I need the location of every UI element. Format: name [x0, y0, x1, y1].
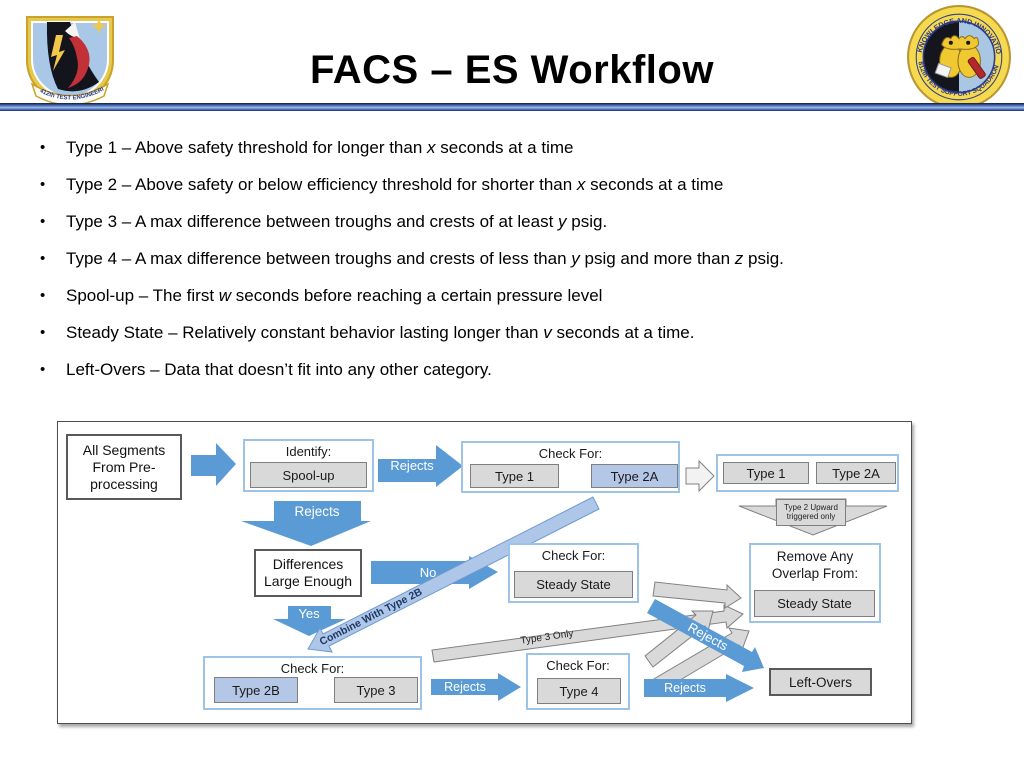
bullet-text: Type 3 – A max difference between trough…: [66, 212, 608, 231]
chip-type-3: Type 3: [334, 677, 418, 703]
combine-type2b-arrow: [307, 496, 600, 653]
box-check-type2b-3: Check For: Type 2B Type 3: [203, 656, 422, 710]
box-check-type4: Check For: Type 4: [526, 653, 630, 710]
chip-type-4: Type 4: [537, 678, 621, 704]
gray-pass-arrow: [685, 459, 715, 493]
box-remove-overlap: Remove Any Overlap From: Steady State: [749, 543, 881, 623]
chip-type-2a: Type 2A: [591, 464, 678, 488]
bullet-marker: •: [40, 287, 46, 304]
bullet-item: • Type 4 – A max difference between troug…: [36, 248, 996, 269]
box-differences: Differences Large Enough: [254, 549, 362, 597]
workflow-arrows-layer: [191, 443, 888, 702]
box-pair-type1-2a: Type 1 Type 2A: [716, 454, 899, 492]
box-identify: Identify: Spool-up: [243, 439, 374, 492]
bullet-marker: •: [40, 176, 46, 193]
bullet-marker: •: [40, 361, 46, 378]
type2-upward-note: Type 2 Upward triggered only: [776, 499, 846, 526]
check-for-label: Check For:: [546, 658, 610, 673]
gray-accept-arrow-1: [652, 581, 742, 609]
yes-arrow: [273, 606, 346, 636]
chip-type-2a: Type 2A: [816, 462, 896, 484]
rejects-top-arrow: [378, 445, 463, 487]
chip-type-1: Type 1: [470, 464, 559, 488]
box-left-overs: Left-Overs: [769, 668, 872, 696]
bullet-text: Type 2 – Above safety or below efficienc…: [66, 175, 724, 194]
box-all-segments: All Segments From Pre- processing: [66, 434, 182, 500]
bullet-list: • Type 1 – Above safety threshold for lon…: [36, 137, 996, 396]
workflow-diagram: All Segments From Pre- processing Identi…: [57, 421, 912, 724]
bullet-item: • Type 2 – Above safety or below efficien…: [36, 174, 996, 195]
identify-label: Identify:: [285, 444, 332, 459]
bullet-item: • Steady State – Relatively constant beha…: [36, 322, 996, 343]
right-unit-emblem-icon: KNOWLEDGE AND INNOVATION 812th TEST SUPP…: [906, 4, 1011, 109]
box-check-type1-2a: Check For: Type 1 Type 2A: [461, 441, 680, 493]
bullet-item: • Type 3 – A max difference between troug…: [36, 211, 996, 232]
bullet-text: Spool-up – The first w seconds before re…: [66, 286, 603, 305]
chip-spool-up: Spool-up: [250, 462, 367, 488]
bullet-marker: •: [40, 139, 46, 156]
chip-type-1: Type 1: [723, 462, 809, 484]
yes-label: Yes: [298, 606, 320, 621]
rejects-label: Rejects: [390, 458, 434, 473]
remove-overlap-label: Remove Any Overlap From:: [771, 549, 859, 581]
bullet-marker: •: [40, 213, 46, 230]
chip-type-2b: Type 2B: [214, 677, 298, 703]
check-for-label: Check For:: [280, 661, 345, 676]
chip-steady-state: Steady State: [514, 571, 633, 598]
bullet-marker: •: [40, 324, 46, 341]
box-check-steady-state: Check For: Steady State: [508, 543, 639, 603]
bullet-item: • Type 1 – Above safety threshold for lon…: [36, 137, 996, 158]
bullet-item: • Left-Overs – Data that doesn’t fit into…: [36, 359, 996, 380]
rejects-bottom-arrow-2: [644, 674, 754, 702]
bullet-text: Left-Overs – Data that doesn’t fit into …: [66, 360, 492, 379]
rejects-bottom-arrow-1: [431, 673, 521, 701]
pre-to-identify-arrow: [191, 443, 236, 486]
rejects-label: Rejects: [294, 504, 340, 519]
chip-steady-state: Steady State: [754, 590, 875, 617]
rejects-label: Rejects: [664, 681, 706, 695]
rejects-label: Rejects: [444, 680, 486, 694]
left-unit-emblem-icon: 412th TEST ENGINEERING GROUP: [20, 8, 114, 107]
rejects-diagonal-arrow: [647, 599, 764, 672]
no-label: No: [419, 565, 437, 580]
bullet-text: Steady State – Relatively constant behav…: [66, 323, 695, 342]
page-title: FACS – ES Workflow: [310, 48, 714, 92]
bullet-text: Type 1 – Above safety threshold for long…: [66, 138, 574, 157]
check-for-label: Check For:: [541, 548, 606, 563]
title-divider: [0, 103, 1024, 111]
bullet-marker: •: [40, 250, 46, 267]
bullet-item: • Spool-up – The first w seconds before r…: [36, 285, 996, 306]
bullet-text: Type 4 – A max difference between trough…: [66, 249, 784, 268]
check-for-label: Check For:: [538, 446, 603, 461]
rejects-down-arrow: [241, 501, 371, 546]
